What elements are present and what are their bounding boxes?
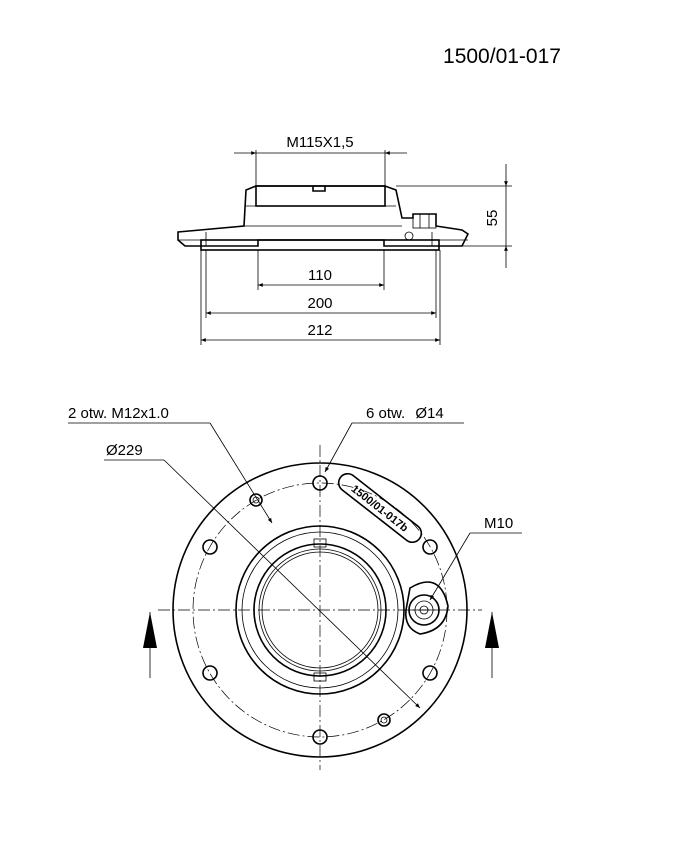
- screw-boss: [412, 213, 437, 229]
- callout-holes: 6 otw. Ø14: [366, 405, 444, 422]
- top-view: 1500/01-017b 2 otw. M12x1.0 6 otw. Ø14: [68, 405, 522, 770]
- section-arrow-left: [143, 612, 157, 678]
- dimension-110-label: 110: [308, 267, 332, 284]
- dimension-212-label: 212: [307, 322, 332, 339]
- stamp-marking: 1500/01-017b: [337, 472, 423, 544]
- m12-hole: [377, 713, 391, 727]
- base-plate: [200, 239, 440, 251]
- height-dimension-label: 55: [484, 210, 501, 227]
- bolt-hole: [422, 539, 438, 555]
- thread-inner: [258, 548, 382, 672]
- notch-top: [313, 538, 327, 548]
- notch-bottom: [313, 672, 327, 682]
- callout-m12: 2 otw. M12x1.0: [68, 405, 169, 422]
- m12-hole: [249, 493, 263, 507]
- section-arrow-right: [485, 612, 499, 678]
- outer-flange: [172, 462, 468, 758]
- stamp-text: 1500/01-017b: [349, 483, 411, 535]
- side-view: M115X1,5 55 110 200 212: [177, 134, 512, 345]
- collar-notch: [312, 186, 326, 192]
- thread-collar: [255, 185, 386, 207]
- bolt-hole: [202, 539, 218, 555]
- bolt-hole: [202, 665, 218, 681]
- bolt-hole: [312, 729, 328, 745]
- bolt-hole: [422, 665, 438, 681]
- body-outer: [235, 525, 405, 695]
- side-view-outline: [177, 185, 470, 247]
- callout-diameter: Ø229: [106, 442, 143, 459]
- dimension-200-label: 200: [307, 295, 332, 312]
- thread-dimension-label: M115X1,5: [286, 134, 353, 151]
- m10-boss: [404, 581, 449, 635]
- thread-outer: [253, 543, 387, 677]
- callout-m10: M10: [484, 515, 513, 532]
- bolt-hole: [312, 475, 328, 491]
- drawing-number: 1500/01-017: [443, 45, 561, 68]
- bolt-holes: [202, 475, 438, 745]
